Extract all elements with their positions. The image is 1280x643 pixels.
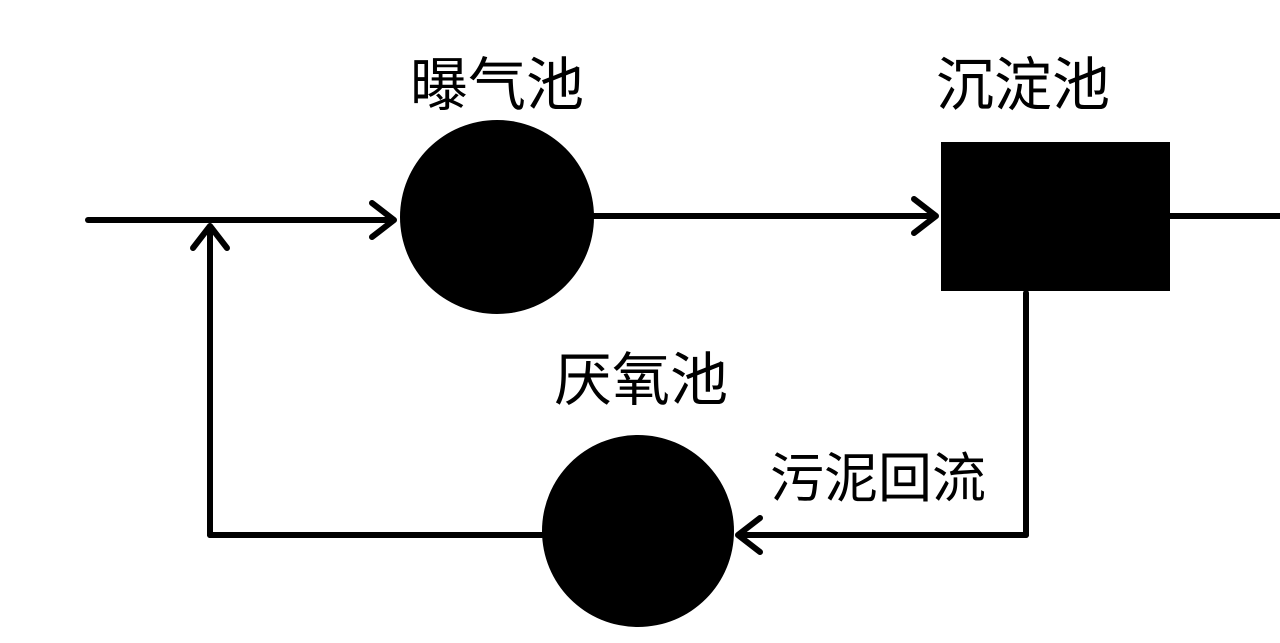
aeration-to-settling-arrowhead bbox=[911, 196, 939, 236]
sludge-return-label: 污泥回流 bbox=[770, 447, 986, 510]
settling-tank-node bbox=[941, 142, 1170, 291]
aeration-tank-label: 曝气池 bbox=[410, 51, 584, 119]
anaerobic-tank-node bbox=[542, 435, 734, 627]
sludge-return-arrowhead bbox=[735, 515, 763, 555]
aeration-tank-node bbox=[400, 120, 594, 314]
anaerobic-return-arrowhead bbox=[190, 223, 230, 251]
anaerobic-tank-label: 厌氧池 bbox=[554, 346, 728, 414]
inlet-arrowhead bbox=[369, 200, 397, 240]
settling-tank-label: 沉淀池 bbox=[936, 51, 1110, 119]
